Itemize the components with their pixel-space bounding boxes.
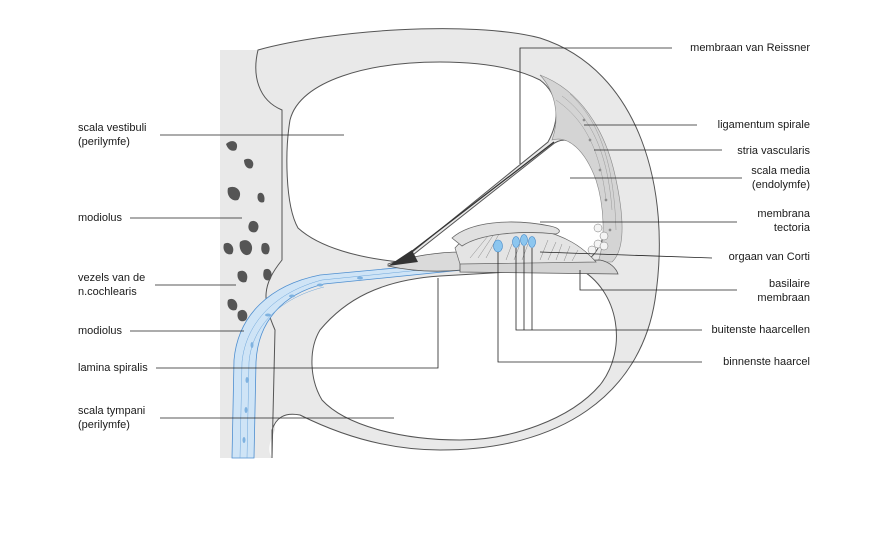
modiolus-fragments — [223, 141, 272, 322]
label-basilaire-membraan-line1: basilaire — [769, 278, 810, 290]
label-scala-tympani-line2: (perilymfe) — [78, 419, 130, 431]
label-scala-tympani-line1: scala tympani — [78, 405, 146, 417]
nerve-fibre-lines — [239, 265, 461, 459]
leader-lines-left — [130, 134, 439, 419]
reissner-membrane — [397, 141, 555, 263]
label-scala-vestibuli: scala vestibuli (perilymfe) — [78, 121, 146, 149]
label-modiolus-bottom: modiolus — [78, 325, 123, 337]
label-orgaan-corti: orgaan van Corti — [728, 251, 810, 263]
scala-tympani-cavity — [311, 267, 617, 441]
label-membrana-tectoria-line2: tectoria — [773, 222, 810, 234]
label-membrana-tectoria-line1: membrana — [757, 208, 810, 220]
label-modiolus-top: modiolus — [78, 212, 123, 224]
label-scala-media-line1: scala media — [751, 165, 810, 177]
label-vezels-line1: vezels van de — [78, 272, 146, 284]
label-ligamentum-spirale: ligamentum spirale — [717, 119, 810, 131]
label-buitenste-haarcellen: buitenste haarcellen — [711, 324, 810, 336]
outer-hair-cell-3 — [528, 236, 536, 248]
stria-vascularis-texture — [555, 93, 617, 232]
label-vezels: vezels van de n.cochlearis — [78, 271, 145, 299]
corti-texture — [469, 231, 579, 262]
label-membrana-tectoria: membrana tectoria — [740, 207, 810, 235]
label-scala-vestibuli-line1: scala vestibuli — [78, 122, 147, 134]
leader-lines-right — [497, 47, 742, 363]
label-membraan-reissner: membraan van Reissner — [690, 42, 810, 54]
label-basilaire-membraan: basilaire membraan — [740, 277, 810, 305]
tectorial-membrane — [451, 221, 560, 247]
limbus-dark-wedge — [388, 250, 418, 266]
inner-hair-cell — [493, 239, 503, 253]
nerve-cell-nuclei — [242, 276, 363, 443]
label-binnenste-haarcel: binnenste haarcel — [723, 356, 810, 368]
spiral-prominence-cells — [587, 223, 609, 255]
label-vezels-line2: n.cochlearis — [78, 286, 137, 298]
label-scala-tympani: scala tympani (perilymfe) — [78, 404, 145, 432]
label-scala-media: scala media (endolymfe) — [744, 164, 810, 192]
label-scala-media-line2: (endolymfe) — [751, 179, 810, 191]
label-scala-vestibuli-line2: (perilymfe) — [78, 136, 130, 148]
label-basilaire-membraan-line2: membraan — [757, 292, 810, 304]
outer-hair-cell-1 — [512, 236, 520, 248]
label-lamina-spiralis: lamina spiralis — [78, 362, 148, 374]
label-stria-vascularis: stria vascularis — [737, 145, 810, 157]
outer-hair-cell-2 — [520, 234, 528, 246]
